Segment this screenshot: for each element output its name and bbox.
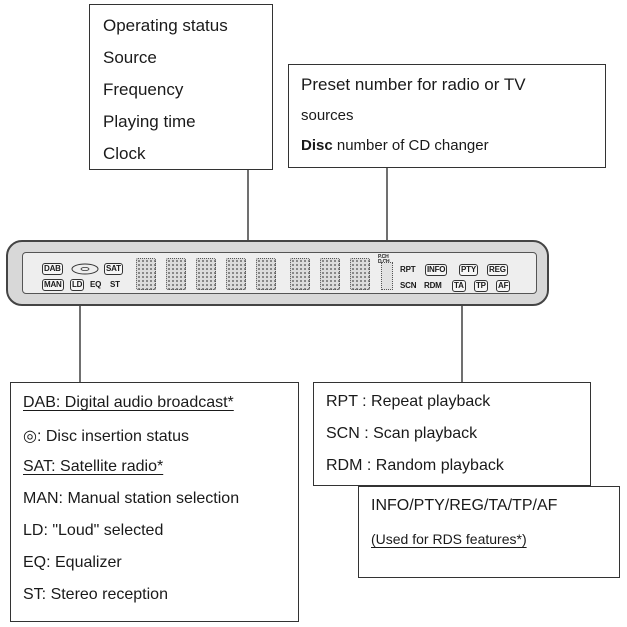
indicator-man: MAN: [42, 279, 64, 291]
display-digit-4: [226, 258, 246, 290]
callout-playback-modes: RPT : Repeat playback SCN : Scan playbac…: [313, 382, 591, 486]
indicator-scn: SCN: [400, 281, 417, 290]
indicator-st: ST: [110, 280, 120, 289]
callout-line: Clock: [103, 144, 146, 163]
callout-line: EQ: Equalizer: [23, 554, 122, 571]
display-digit-2: [166, 258, 186, 290]
callout-left-indicators: DAB: Digital audio broadcast* ◎: Disc in…: [10, 382, 299, 622]
display-digit-5: [256, 258, 276, 290]
display-digit-7: [320, 258, 340, 290]
callout-line: (Used for RDS features*): [371, 531, 527, 547]
preset-digit: [381, 262, 393, 290]
indicator-ta: TA: [452, 280, 466, 292]
callout-line: INFO/PTY/REG/TA/TP/AF: [371, 497, 558, 514]
indicator-sat: SAT: [104, 263, 123, 275]
callout-line: ◎: Disc insertion status: [23, 428, 190, 445]
callout-line: Frequency: [103, 80, 184, 99]
callout-line: sources: [301, 107, 354, 124]
indicator-tp: TP: [474, 280, 488, 292]
callout-line: SAT: Satellite radio*: [23, 458, 164, 475]
callout-line: ST: Stereo reception: [23, 586, 168, 603]
callout-line: RDM : Random playback: [326, 457, 504, 474]
callout-line: Playing time: [103, 112, 196, 131]
callout-operating-status: Operating status Source Frequency Playin…: [89, 4, 273, 170]
indicator-reg: REG: [487, 264, 508, 276]
indicator-pch: P.CH: [378, 254, 389, 260]
callout-line-disc: Disc number of CD changer: [301, 137, 489, 154]
disc-rest-text: number of CD changer: [332, 137, 489, 154]
disc-bold-word: Disc: [301, 137, 333, 154]
indicator-eq: EQ: [90, 280, 102, 289]
display-digit-6: [290, 258, 310, 290]
callout-line: Operating status: [103, 16, 228, 35]
callout-preset-number: Preset number for radio or TV sources Di…: [288, 64, 606, 168]
indicator-rpt: RPT: [400, 265, 416, 274]
indicator-pty: PTY: [459, 264, 478, 276]
callout-line: DAB: Digital audio broadcast*: [23, 394, 234, 411]
indicator-af: AF: [496, 280, 511, 292]
callout-line: Preset number for radio or TV: [301, 75, 526, 94]
display-digit-8: [350, 258, 370, 290]
indicator-rdm: RDM: [424, 281, 442, 290]
indicator-dab: DAB: [42, 263, 63, 275]
display-digit-3: [196, 258, 216, 290]
callout-line: Source: [103, 48, 157, 67]
display-digit-1: [136, 258, 156, 290]
callout-line: RPT : Repeat playback: [326, 393, 491, 410]
indicator-info: INFO: [425, 264, 448, 276]
callout-rds-features: INFO/PTY/REG/TA/TP/AF (Used for RDS feat…: [358, 486, 620, 578]
callout-line: LD: "Loud" selected: [23, 522, 164, 539]
disc-insertion-icon: [71, 263, 99, 275]
callout-line: MAN: Manual station selection: [23, 490, 240, 507]
callout-line: SCN : Scan playback: [326, 425, 478, 442]
indicator-ld: LD: [70, 279, 85, 291]
